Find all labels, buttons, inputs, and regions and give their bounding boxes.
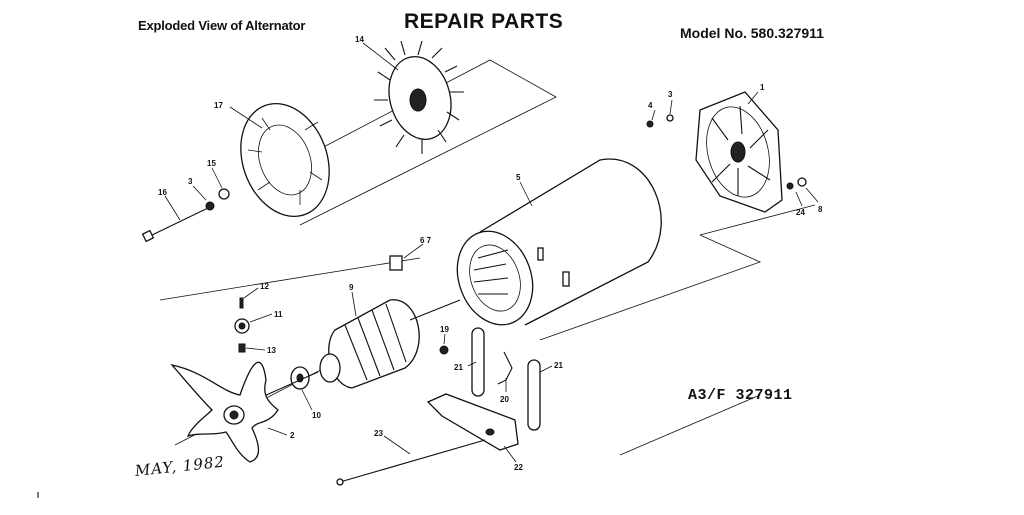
callout-16: 16 [158, 188, 167, 197]
page-title: REPAIR PARTS [404, 10, 564, 33]
callout-20: 20 [500, 395, 509, 404]
model-number: Model No. 580.327911 [680, 25, 824, 41]
callout-1: 1 [760, 83, 765, 92]
part-17-shroud [240, 102, 330, 218]
callout-8: 8 [818, 205, 823, 214]
callout-13: 13 [267, 346, 276, 355]
reference-code: A3/F 327911 [688, 387, 793, 404]
part-16-bolt [141, 188, 230, 243]
callout-2: 2 [290, 431, 295, 440]
leader-lines [164, 42, 819, 463]
callout-22: 22 [514, 463, 523, 472]
callout-15: 15 [207, 159, 216, 168]
callout-24: 24 [796, 208, 805, 217]
part-2-spider [170, 361, 279, 463]
part-5-stator-housing [456, 158, 662, 326]
callout-23: 23 [374, 429, 383, 438]
part-9-rotor [319, 299, 461, 389]
callout-10: 10 [312, 411, 321, 420]
callout-21a: 21 [454, 363, 463, 372]
callout-14: 14 [355, 35, 364, 44]
part-19-21-straps [439, 327, 541, 431]
part-23-rod [336, 439, 486, 486]
callout-5: 5 [516, 173, 521, 182]
callout-12: 12 [260, 282, 269, 291]
callout-9: 9 [349, 283, 354, 292]
callout-numbers: 1 2 3 3 4 5 6 7 8 9 10 11 12 13 14 15 16… [158, 35, 823, 472]
part-11-13-hardware [234, 297, 250, 353]
part-1-end-bell [646, 91, 807, 213]
callout-19: 19 [440, 325, 449, 334]
callout-67: 6 7 [420, 236, 432, 245]
callout-3b: 3 [188, 177, 193, 186]
diagram-subtitle: Exploded View of Alternator [138, 18, 306, 33]
part-14-fan [374, 40, 464, 154]
callout-4: 4 [648, 101, 653, 110]
callout-17: 17 [214, 101, 223, 110]
callout-11: 11 [274, 310, 283, 319]
part-67-brush [389, 255, 403, 271]
callout-3a: 3 [668, 90, 673, 99]
part-22-bracket [426, 393, 519, 451]
callout-21b: 21 [554, 361, 563, 370]
